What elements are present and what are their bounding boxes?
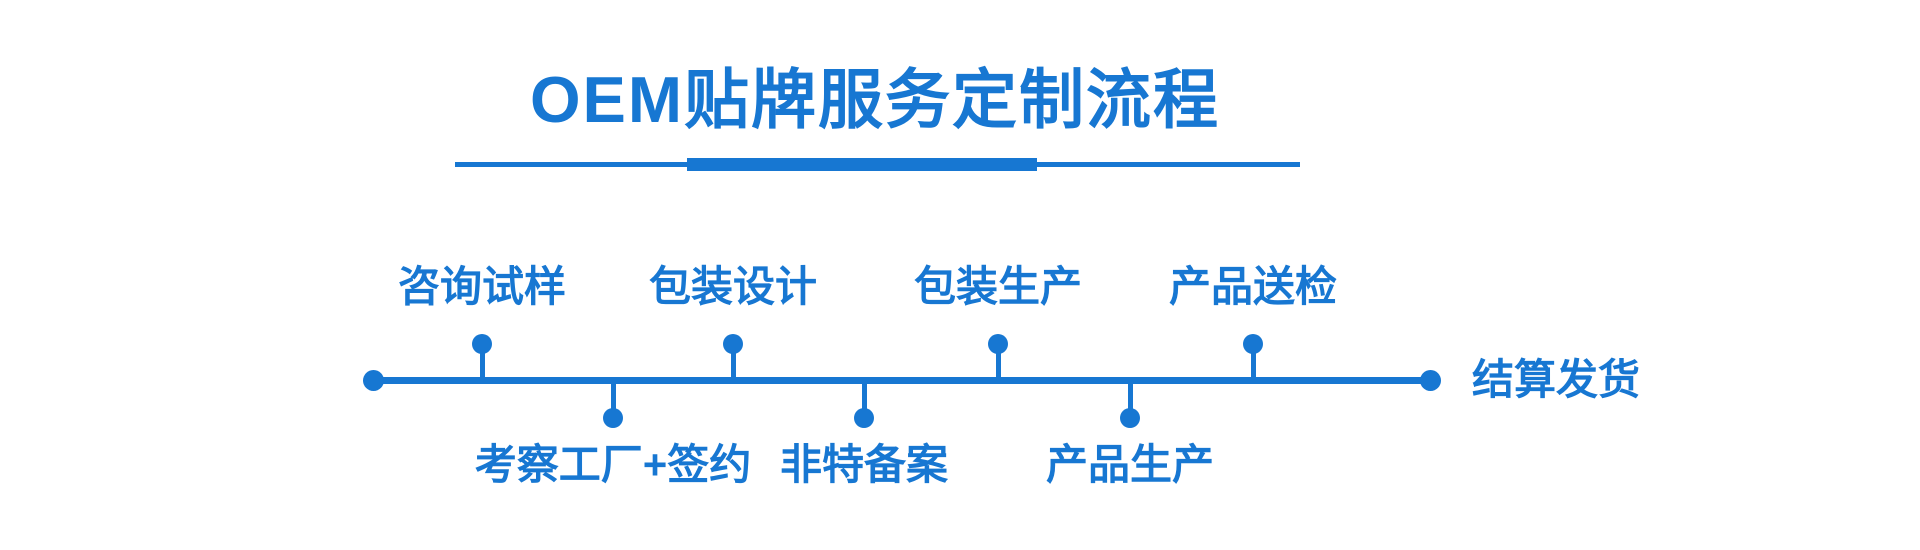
page-title: OEM贴牌服务定制流程 [529,63,1221,136]
step-connector [1127,381,1133,419]
step-dot [854,408,874,428]
step-connector [861,381,867,419]
timeline-end-label: 结算发货 [1472,356,1641,403]
step-connector [610,381,616,419]
step-label: 产品生产 [1045,441,1215,488]
timeline-end-dot [1420,370,1441,391]
step-label: 包装设计 [648,263,818,310]
step-dot [1120,408,1140,428]
step-dot [988,334,1008,354]
step-label: 产品送检 [1168,263,1338,310]
title-underline-accent [687,158,1037,171]
step-label: 包装生产 [913,263,1083,310]
step-connector [1250,344,1256,381]
step-dot [603,408,623,428]
step-label: 非特备案 [779,441,949,488]
step-connector [730,344,736,381]
step-connector [995,344,1001,381]
timeline-start-dot [363,370,384,391]
step-dot [1243,334,1263,354]
step-dot [723,334,743,354]
step-label: 考察工厂+签约 [474,441,752,488]
step-dot [472,334,492,354]
step-connector [479,344,485,381]
timeline-line [373,377,1430,384]
step-label: 咨询试样 [397,263,567,310]
